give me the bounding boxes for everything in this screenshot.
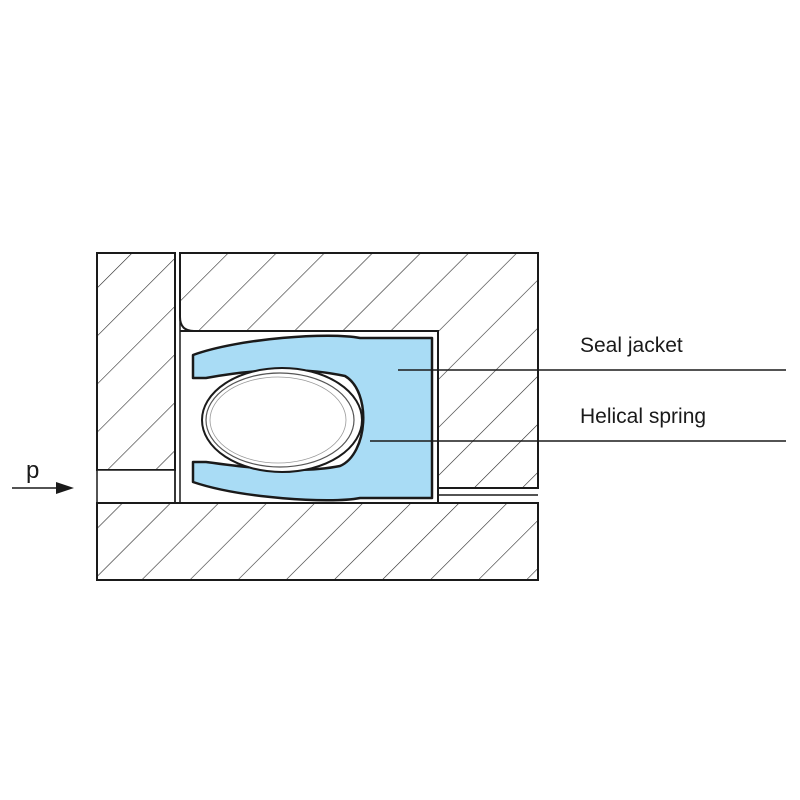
helical-spring (201, 367, 363, 473)
left-housing-wall (96, 252, 176, 471)
seal-groove (180, 330, 439, 504)
pressure-indicator: p (12, 457, 74, 494)
seal-jacket (191, 334, 434, 502)
helical-spring-label: Helical spring (580, 405, 706, 428)
pressure-label: p (26, 457, 39, 484)
pressure-arrowhead-icon (56, 482, 74, 494)
bottom-shaft (96, 502, 539, 581)
seal-jacket-label: Seal jacket (580, 334, 683, 357)
